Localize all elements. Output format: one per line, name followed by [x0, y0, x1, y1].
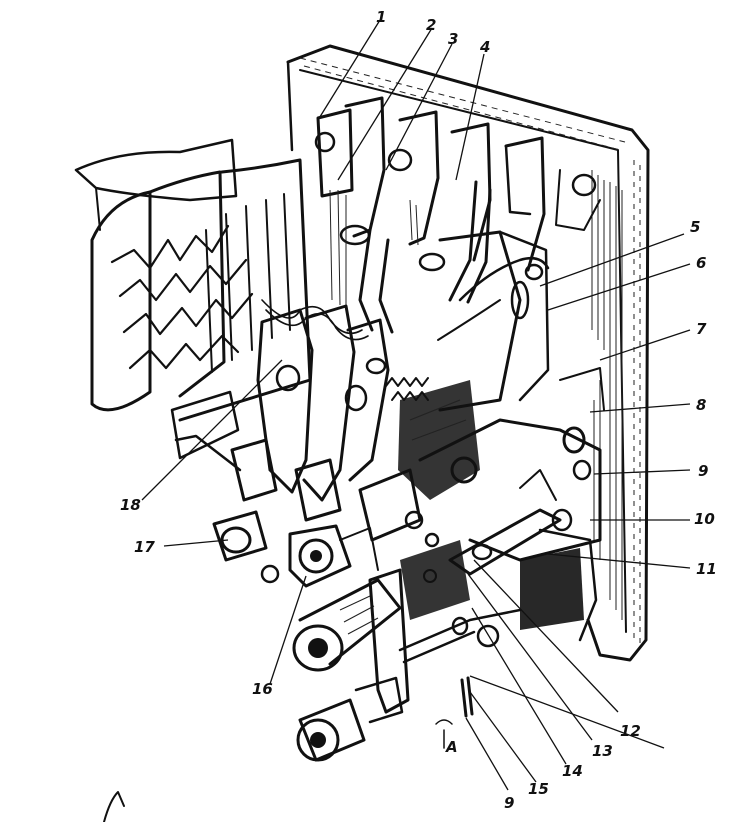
lower-terminals	[212, 438, 422, 588]
arc-chute	[74, 138, 312, 472]
callout-9-bottom: 9	[504, 794, 514, 812]
callout-7: 7	[696, 320, 707, 338]
callout-4: 4	[479, 38, 490, 56]
callout-11: 11	[696, 560, 717, 578]
operating-handle	[292, 510, 522, 762]
callout-2: 2	[426, 16, 436, 34]
callout-10: 10	[694, 510, 715, 528]
leader-lines	[141, 19, 691, 791]
callout-18: 18	[120, 496, 141, 514]
view-marker-label: A	[445, 738, 458, 756]
callout-13: 13	[592, 742, 613, 760]
upper-terminals	[314, 96, 546, 334]
callout-1: 1	[376, 8, 386, 26]
callout-14: 14	[562, 762, 583, 780]
callout-12: 12	[620, 722, 641, 740]
callout-16: 16	[252, 680, 273, 698]
callout-17: 17	[134, 538, 155, 556]
view-marker: A	[435, 719, 458, 756]
release-mechanism	[418, 367, 605, 642]
callout-9-right: 9	[698, 462, 708, 480]
callout-5: 5	[690, 218, 700, 236]
stray-mark	[103, 791, 125, 822]
contact-levers	[256, 230, 550, 502]
callout-labels: 1 2 3 4 5 6 7 8 9 10 11 12 13 14 15 9 16…	[120, 8, 717, 812]
callout-15: 15	[528, 780, 549, 798]
callout-6: 6	[696, 254, 706, 272]
callout-8: 8	[696, 396, 706, 414]
callout-3: 3	[448, 30, 458, 48]
